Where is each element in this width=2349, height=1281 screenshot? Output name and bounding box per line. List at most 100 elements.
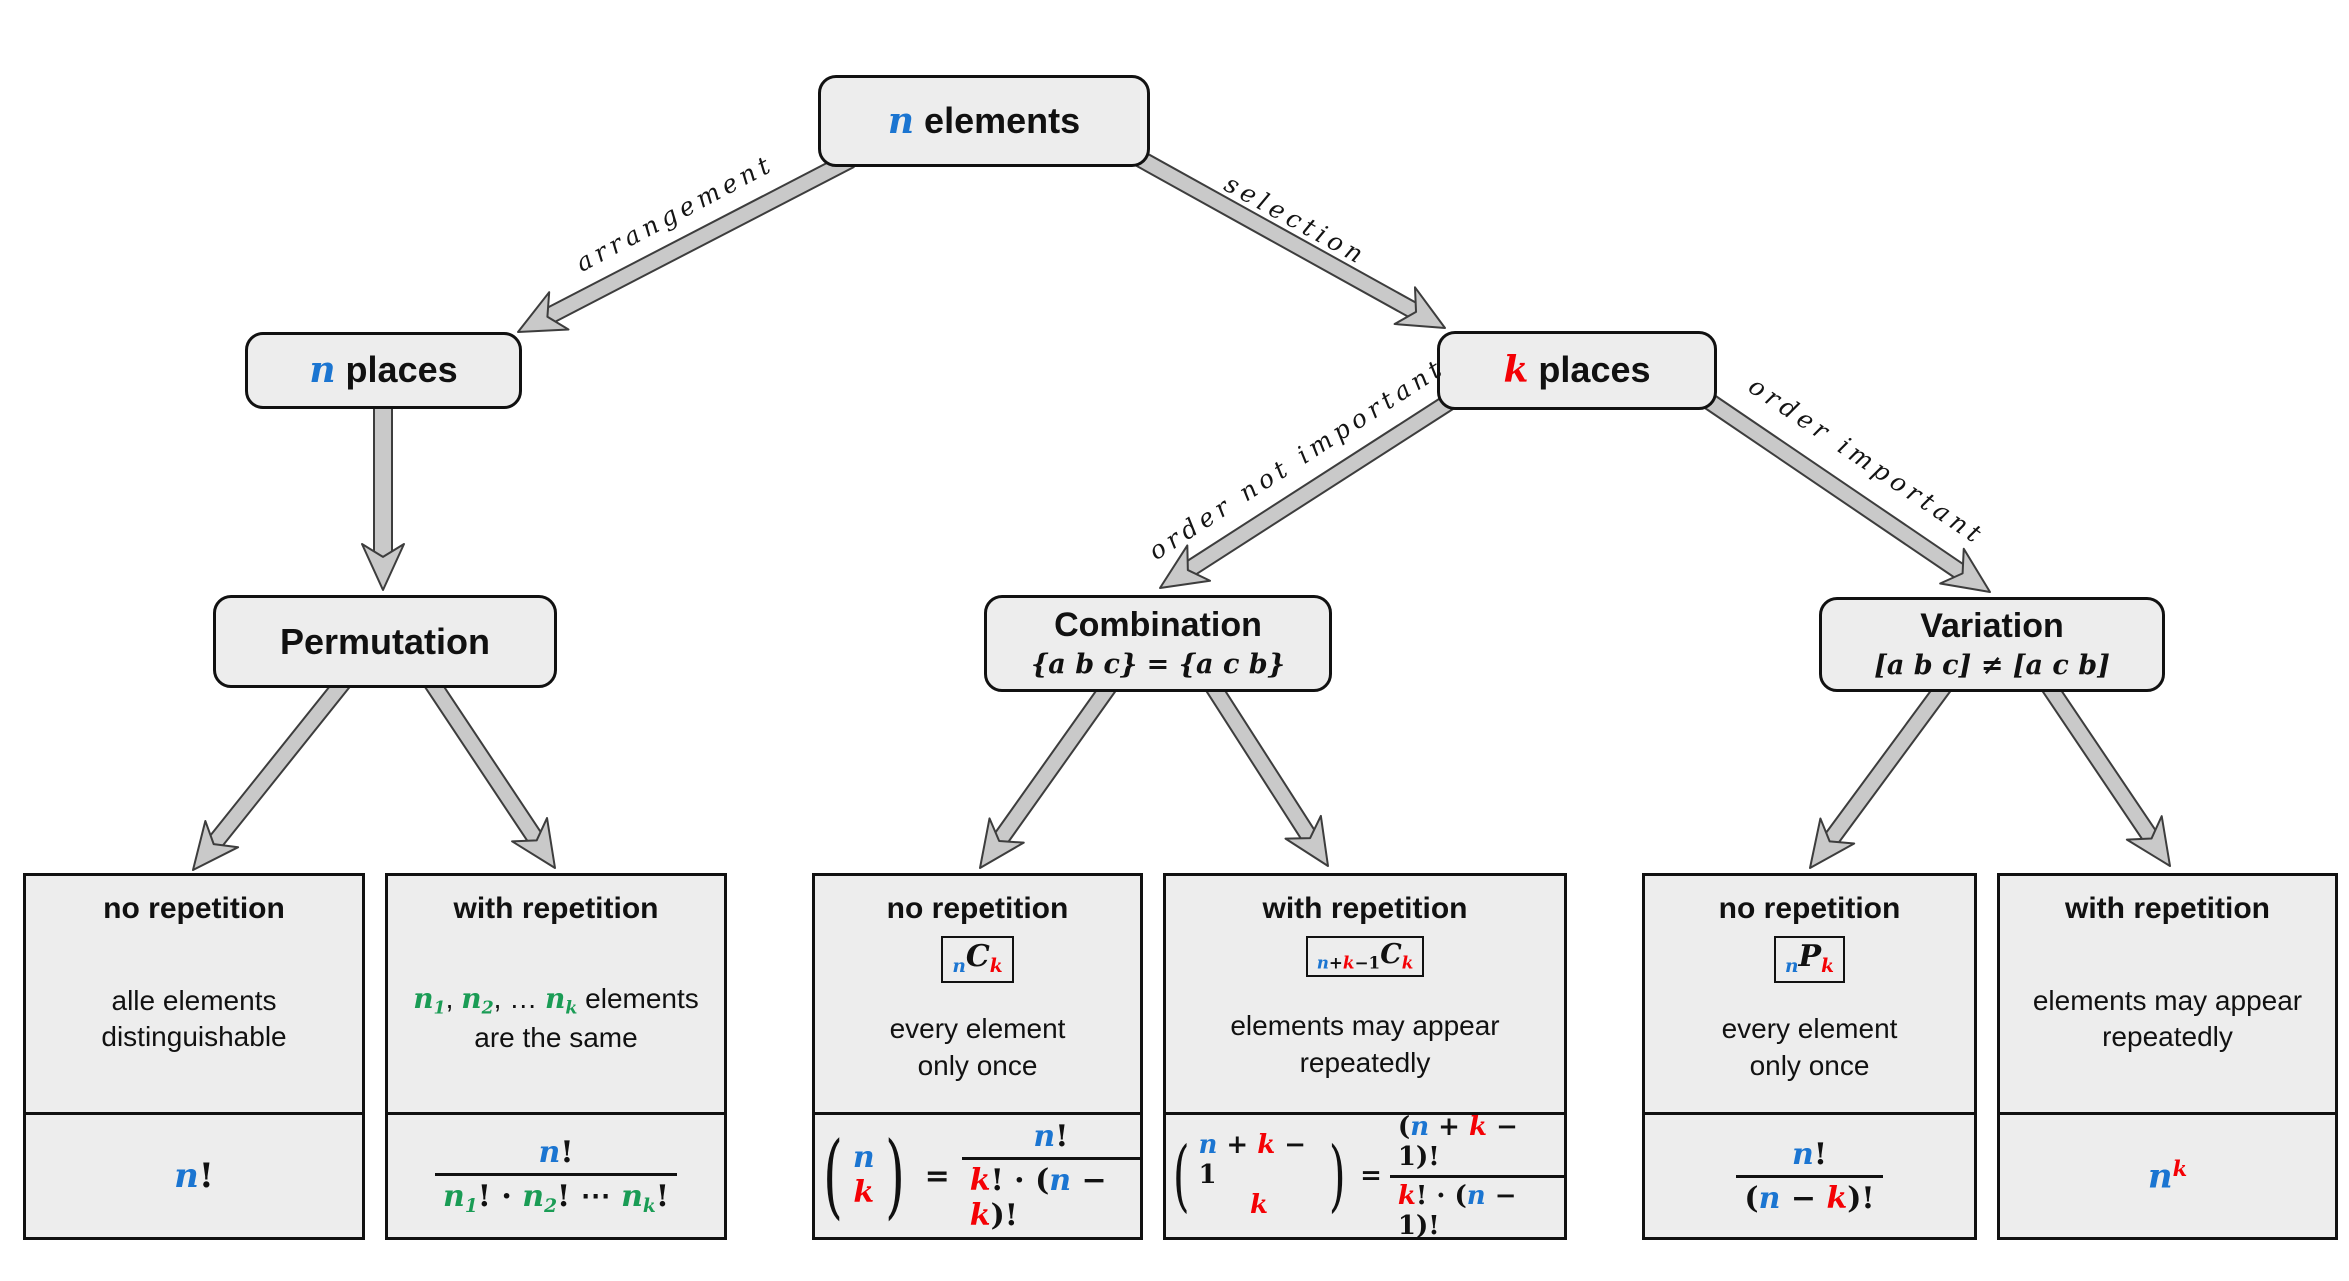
desc-line: repeatedly: [2102, 1021, 2233, 1052]
arrow: [1284, 814, 1329, 867]
card-description: every element only once: [890, 983, 1066, 1112]
math-token: n: [1033, 1119, 1056, 1154]
math-token: [a b c] ≠ [a c b]: [1874, 649, 2110, 681]
math-token: places: [335, 349, 458, 391]
math-token: k: [1401, 952, 1414, 973]
math-token: n: [1198, 1130, 1218, 1161]
arrow: [1393, 286, 1446, 329]
arrow: [511, 817, 556, 869]
math-token: 1: [433, 998, 446, 1019]
fraction-numerator: n!: [531, 1135, 582, 1173]
arrow: [1159, 544, 1212, 589]
node-k-places-title: k places: [1503, 350, 1650, 391]
math-token: !: [560, 1135, 574, 1171]
math-token: {a b c} = {a c b}: [1030, 648, 1286, 680]
math-token: n: [952, 955, 966, 977]
desc-line: n1, n2, … nk elements: [413, 981, 699, 1020]
card-combination-no-repetition: no repetition nCk every element only onc…: [812, 873, 1143, 1240]
math-token: C: [1380, 939, 1402, 970]
desc-line: alle elements: [111, 984, 277, 1016]
math-token: n: [1316, 952, 1329, 973]
arrow: [373, 401, 393, 558]
desc-line: are the same: [474, 1022, 638, 1054]
math-token: n: [1785, 955, 1799, 977]
math-token: n: [174, 1156, 199, 1196]
equals-sign: =: [1360, 1161, 1382, 1191]
formula: n!: [174, 1156, 214, 1196]
math-token: n: [621, 1179, 643, 1215]
math-token: n: [1758, 1180, 1781, 1216]
node-n-elements-title: n elements: [888, 99, 1081, 142]
math-token: ! ·: [477, 1179, 523, 1215]
fraction-denominator: k! · (n − k)!: [961, 1157, 1140, 1233]
notation-badge: nCk: [941, 936, 1014, 984]
node-k-places: k places: [1437, 331, 1717, 410]
card-description: alle elements distinguishable: [101, 926, 286, 1112]
math-token: +: [1217, 1130, 1258, 1161]
equals-sign: =: [924, 1158, 950, 1194]
arrow: [361, 543, 405, 591]
binomial-top: n: [853, 1141, 875, 1176]
arrow: [517, 291, 570, 333]
left-paren: (: [1172, 1130, 1190, 1221]
math-token: n: [1466, 1180, 1486, 1211]
fraction-numerator: n!: [1784, 1137, 1835, 1175]
math-token: k: [853, 1174, 875, 1210]
binomial-bottom: k: [853, 1174, 875, 1211]
math-token: k: [1397, 1180, 1416, 1211]
math-token: k: [1250, 1189, 1269, 1220]
math-token: +: [1328, 952, 1343, 973]
binomial-bottom: k: [1250, 1189, 1269, 1221]
card-description: elements may appear repeatedly: [1230, 977, 1499, 1112]
node-variation: Variation [a b c] ≠ [a c b]: [1819, 597, 2165, 692]
node-combination-title: Combination: [1054, 606, 1262, 645]
card-formula: n! n1! · n2! ⋯ nk!: [388, 1112, 724, 1237]
math-token: !: [655, 1179, 669, 1215]
math-token: ! · (: [1415, 1180, 1467, 1211]
arrow: [542, 151, 855, 325]
math-token: n: [309, 349, 336, 392]
arrow: [1809, 817, 1856, 869]
node-combination-subtitle: {a b c} = {a c b}: [1031, 649, 1285, 680]
math-token: k: [642, 1195, 656, 1217]
math-token: n: [538, 1135, 561, 1171]
card-description: every element only once: [1722, 983, 1898, 1112]
math-token: , …: [493, 983, 545, 1015]
fraction-numerator: (n + k − 1)!: [1390, 1112, 1564, 1175]
arrow: [1822, 679, 1953, 848]
math-token: )!: [1847, 1180, 1875, 1216]
math-token: 1: [464, 1195, 478, 1217]
arrow: [1182, 387, 1466, 578]
arrow: [991, 679, 1118, 847]
math-token: n: [461, 982, 482, 1016]
binomial-top: n + k − 1: [1198, 1130, 1319, 1191]
math-token: − 1)!: [1397, 1111, 1518, 1172]
card-header: no repetition: [886, 892, 1069, 925]
math-token: elements: [914, 99, 1081, 141]
node-n-elements: n elements: [818, 75, 1150, 167]
desc-line: only once: [917, 1049, 1038, 1081]
arrow: [1939, 547, 1991, 593]
node-variation-title: Variation: [1920, 607, 2064, 646]
card-formula: n!: [26, 1112, 362, 1237]
card-header: with repetition: [2065, 892, 2270, 925]
node-permutation: Permutation: [213, 595, 557, 688]
desc-line: distinguishable: [101, 1021, 287, 1052]
fraction: n! n1! · n2! ⋯ nk!: [435, 1135, 677, 1217]
arrow: [2125, 815, 2171, 867]
math-token: k: [1503, 349, 1529, 392]
math-token: n: [2147, 1156, 2173, 1197]
card-formula: nk: [2000, 1112, 2335, 1237]
notation-badge: nPk: [1774, 936, 1845, 984]
math-token: k: [969, 1198, 991, 1233]
fraction-denominator: (n − k)!: [1736, 1174, 1883, 1216]
card-header: no repetition: [103, 892, 285, 925]
binomial: ( n k ): [815, 1130, 913, 1222]
fraction: n! k! · (n − k)!: [961, 1119, 1140, 1233]
math-token: k: [1257, 1130, 1276, 1161]
math-token: n: [1410, 1111, 1430, 1142]
desc-line: repeatedly: [1299, 1046, 1431, 1078]
node-n-places: n places: [245, 332, 522, 409]
